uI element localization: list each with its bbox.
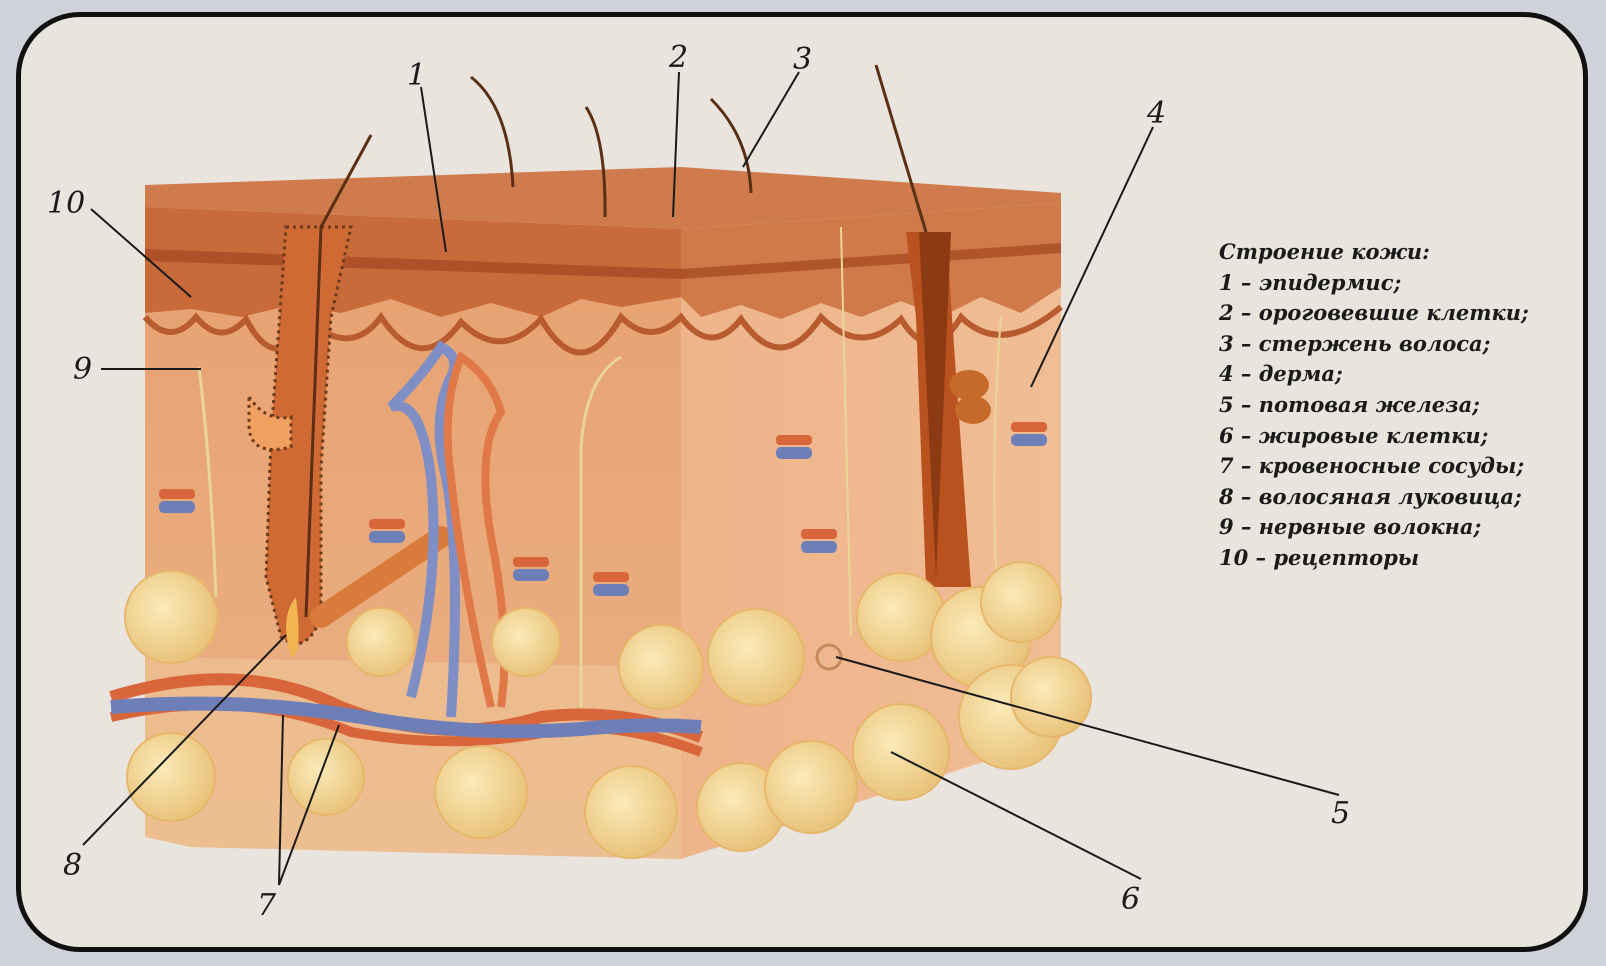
legend-item: 8 – волосяная луковица; [1219, 482, 1529, 513]
legend: Строение кожи: 1 – эпидермис; 2 – орогов… [1219, 237, 1529, 574]
legend-item: 1 – эпидермис; [1219, 268, 1529, 299]
callout-1: 1 [407, 58, 426, 93]
callout-4: 4 [1146, 96, 1166, 131]
legend-item: 2 – ороговевшие клетки; [1219, 298, 1529, 329]
callout-9: 9 [73, 352, 92, 387]
callout-3: 3 [793, 42, 812, 77]
legend-item: 3 – стержень волоса; [1219, 329, 1529, 360]
callout-7: 7 [257, 888, 277, 923]
callout-2: 2 [668, 40, 688, 75]
callout-10: 10 [47, 186, 85, 221]
diagram-frame: 1 2 3 4 5 6 7 8 9 10 Строение кожи: 1 – … [16, 12, 1588, 952]
legend-item: 9 – нервные волокна; [1219, 512, 1529, 543]
callout-6: 6 [1121, 882, 1140, 917]
legend-title: Строение кожи: [1219, 237, 1529, 268]
legend-item: 7 – кровеносные сосуды; [1219, 451, 1529, 482]
legend-item: 10 – рецепторы [1219, 543, 1529, 574]
callout-8: 8 [63, 848, 82, 883]
legend-item: 6 – жировые клетки; [1219, 421, 1529, 452]
legend-item: 5 – потовая железа; [1219, 390, 1529, 421]
callout-5: 5 [1331, 796, 1350, 831]
legend-item: 4 – дерма; [1219, 359, 1529, 390]
